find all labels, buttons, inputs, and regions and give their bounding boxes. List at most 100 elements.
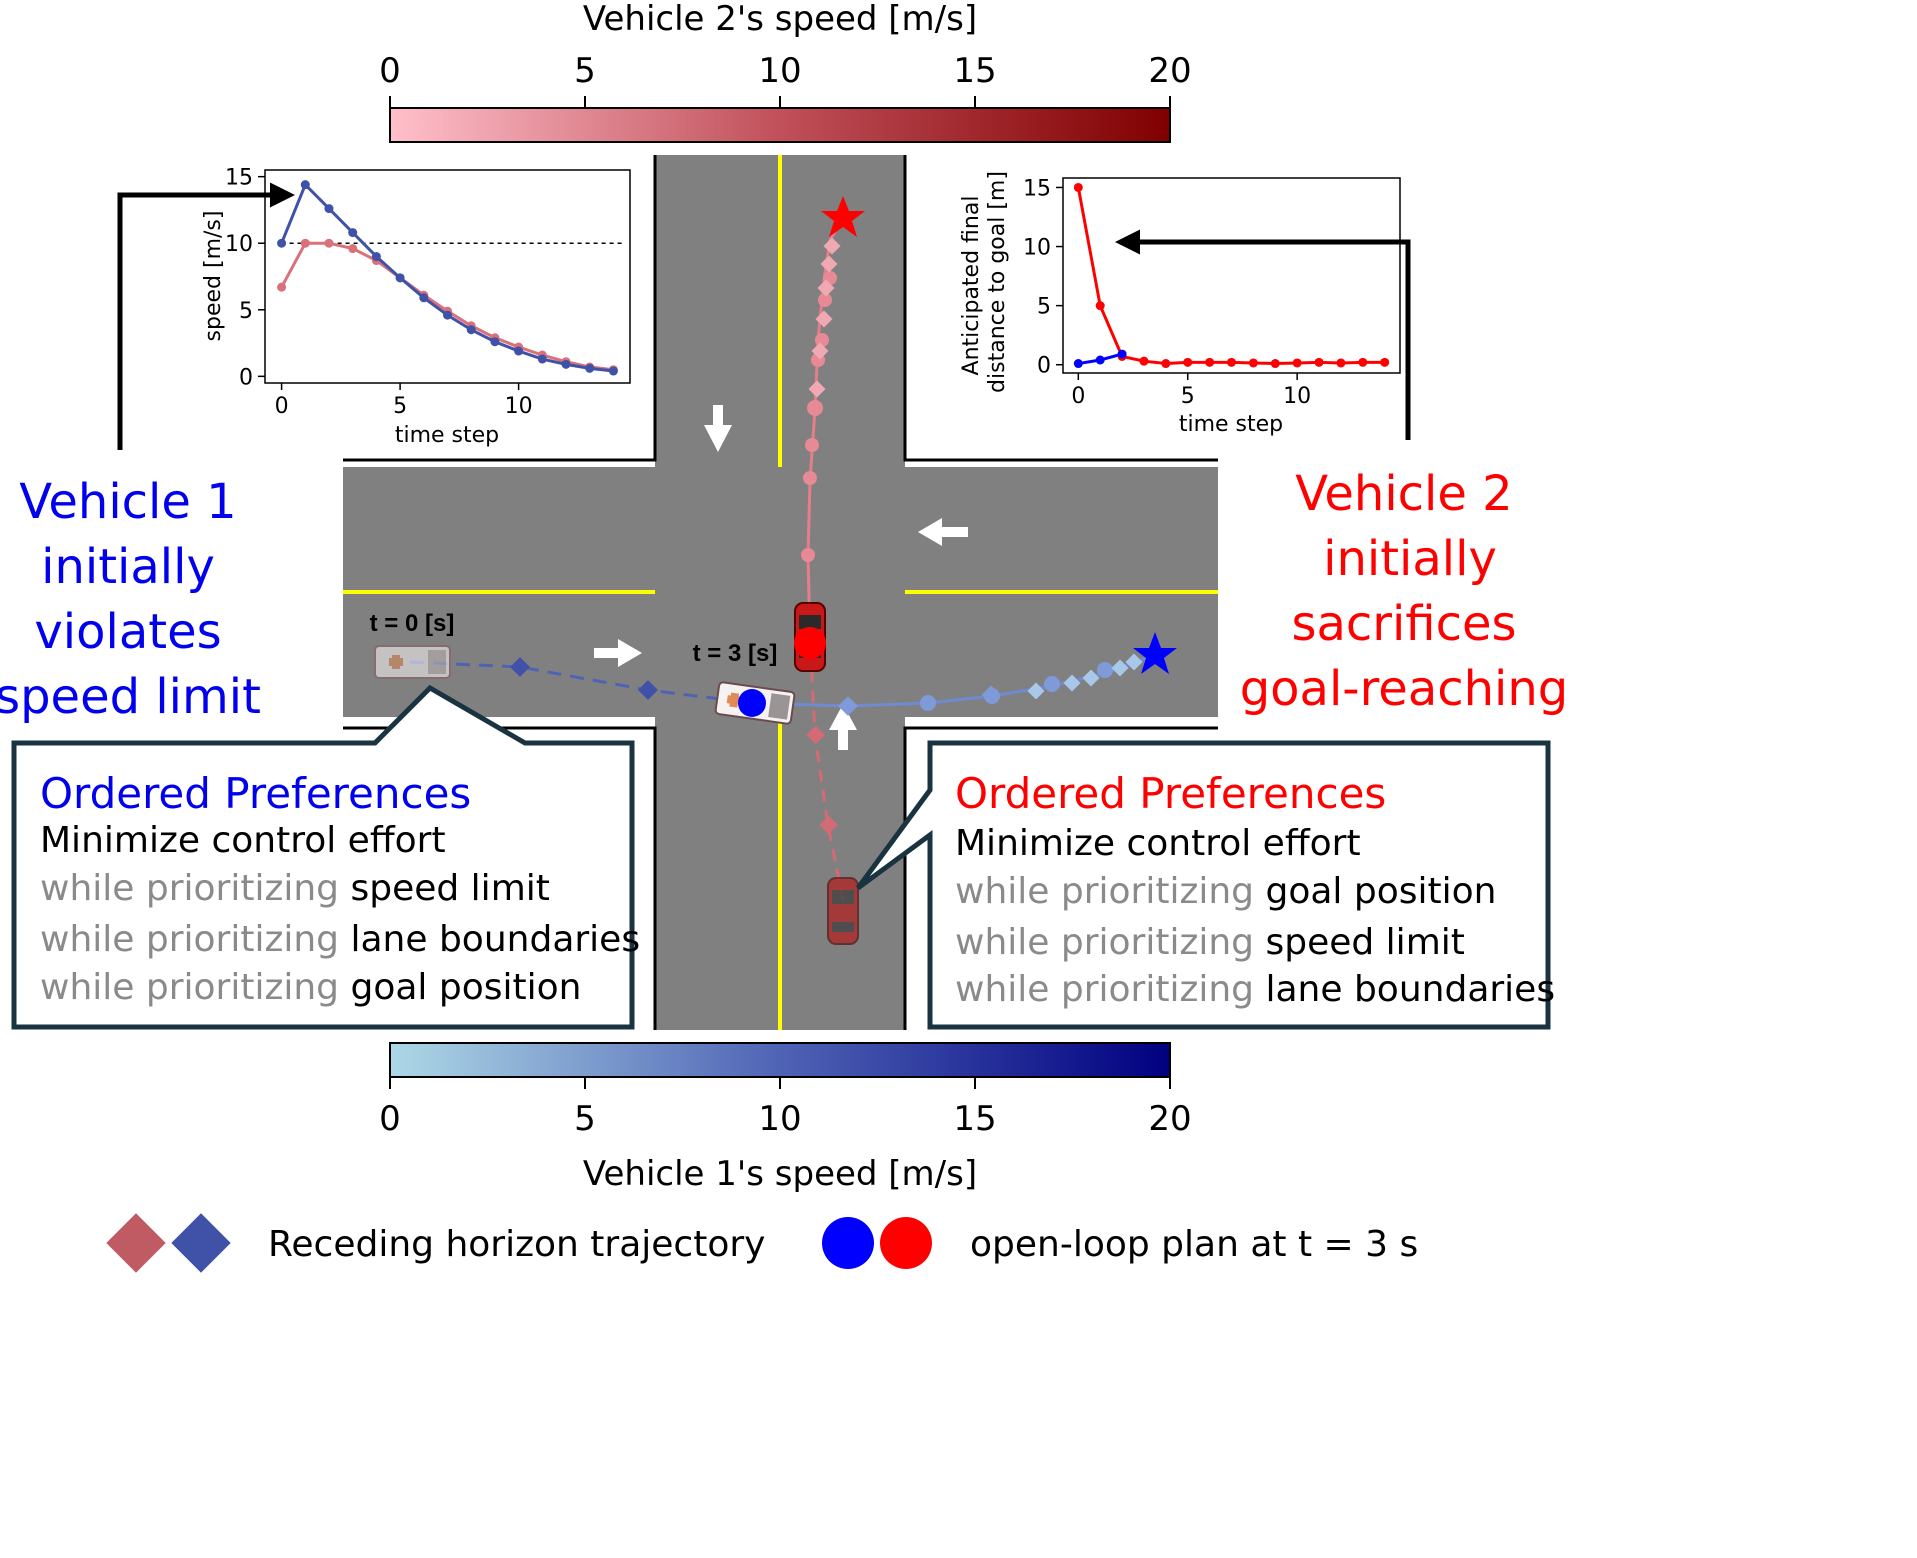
speed-chart-ytick-label: 15 xyxy=(225,166,253,191)
distance-chart-data-point xyxy=(1095,301,1105,311)
distance-chart-data-point xyxy=(1336,358,1346,368)
distance-chart-data-point xyxy=(1183,357,1193,367)
speed-chart: 0 5 10 0 5 10 15 time step speed [m/s] xyxy=(201,166,631,448)
speed-chart-data-point xyxy=(419,293,429,303)
vehicle1-openloop-dot xyxy=(738,689,766,717)
distance-chart-frame xyxy=(1062,177,1401,374)
speed-chart-data-point xyxy=(324,238,334,248)
time-label-start: t = 0 [s] xyxy=(370,610,455,637)
direction-arrow-left-icon xyxy=(918,518,968,546)
colorbar-top-tick: 15 xyxy=(953,51,996,91)
vehicle1-preference-row: while prioritizing speed limit xyxy=(40,868,550,909)
colorbar-bottom-tick: 20 xyxy=(1148,1099,1191,1139)
distance-chart-data-point xyxy=(1161,359,1171,369)
distance-chart-ytick-label: 15 xyxy=(1023,176,1051,201)
distance-chart-data-point xyxy=(1227,357,1236,367)
vehicle2-preference-row: while prioritizing speed limit xyxy=(955,922,1465,963)
legend-receding-label: Receding horizon trajectory xyxy=(268,1224,765,1265)
vehicle2-preferences-title: Ordered Preferences xyxy=(955,769,1386,818)
legend-dot-blue-icon xyxy=(822,1217,874,1269)
speed-chart-data-point xyxy=(300,238,310,248)
time-label-mid: t = 3 [s] xyxy=(693,640,778,667)
speed-chart-data-point xyxy=(443,310,452,320)
vehicle2-preference-row: while prioritizing goal position xyxy=(955,871,1496,912)
colorbar-top-tick: 10 xyxy=(758,51,801,91)
vehicle2-headline-line: goal-reaching xyxy=(1240,661,1569,717)
vehicle2-headline-line: initially xyxy=(1323,531,1497,587)
colorbar-bottom-gradient xyxy=(389,1042,1171,1078)
vehicle2-headline: Vehicle 2 initially sacrifices goal-reac… xyxy=(1240,466,1569,717)
distance-chart-data-point xyxy=(1314,357,1324,367)
speed-chart-ylabel: speed [m/s] xyxy=(201,211,226,342)
legend-diamond-red-icon xyxy=(106,1213,166,1273)
distance-chart-ytick-label: 10 xyxy=(1023,236,1051,261)
vehicle1-headline-line: initially xyxy=(41,539,215,595)
intersection xyxy=(343,155,1218,1030)
vehicle1-trajectory xyxy=(409,632,1177,716)
speed-chart-xtick-label: 10 xyxy=(505,394,533,419)
colorbar-top: Vehicle 2's speed [m/s] 0 5 10 15 20 xyxy=(379,0,1192,143)
vehicle2-goal-star-icon xyxy=(821,196,865,237)
vehicle2-pointer-arrow xyxy=(1115,229,1411,440)
colorbar-top-label: Vehicle 2's speed [m/s] xyxy=(583,0,977,39)
distance-chart-data-point xyxy=(1073,359,1083,369)
direction-arrow-right-icon xyxy=(594,639,642,667)
colorbar-top-tick: 20 xyxy=(1148,51,1191,91)
vehicle2-preferences-callout: Ordered Preferences Minimize control eff… xyxy=(855,740,1555,1030)
distance-chart-data-point xyxy=(1117,349,1127,359)
colorbar-bottom-tick: 15 xyxy=(953,1099,996,1139)
speed-chart-data-point xyxy=(324,204,334,214)
colorbar-top-tick: 5 xyxy=(574,51,596,91)
ambulance-t0-icon xyxy=(374,645,451,679)
vehicle1-headline-line: Vehicle 1 xyxy=(19,474,236,530)
speed-chart-ytick-label: 0 xyxy=(239,365,253,390)
distance-chart-xtick-label: 0 xyxy=(1071,384,1085,409)
distance-chart-data-point xyxy=(1380,357,1390,367)
vehicle1-headline-line: violates xyxy=(34,604,221,660)
distance-chart-data-point xyxy=(1292,358,1302,368)
distance-chart-ylabel: Anticipated final distance to goal [m] xyxy=(959,171,1010,393)
distance-chart-data-point xyxy=(1095,355,1105,365)
speed-chart-data-point xyxy=(300,180,310,190)
vehicle2-preferences-base: Minimize control effort xyxy=(955,823,1361,864)
speed-chart-xtick-label: 5 xyxy=(393,394,407,419)
speed-chart-ytick-label: 10 xyxy=(225,232,253,257)
speed-chart-ytick-label: 5 xyxy=(239,299,253,324)
distance-chart-data-point xyxy=(1358,357,1368,367)
colorbar-top-tick: 0 xyxy=(379,51,401,91)
legend-dot-red-icon xyxy=(880,1217,932,1269)
colorbar-bottom-label: Vehicle 1's speed [m/s] xyxy=(583,1154,977,1194)
legend: Receding horizon trajectory open-loop pl… xyxy=(106,1213,1418,1273)
vehicle1-preference-row: while prioritizing goal position xyxy=(40,967,581,1008)
vehicle2-preference-row: while prioritizing lane boundaries xyxy=(955,969,1555,1010)
speed-chart-frame xyxy=(264,169,631,384)
distance-chart-ytick-label: 0 xyxy=(1037,354,1051,379)
legend-diamond-blue-icon xyxy=(171,1213,231,1273)
distance-chart-xlabel: time step xyxy=(1179,412,1283,437)
distance-chart-xtick-label: 10 xyxy=(1283,384,1311,409)
vehicle1-headline-line: speed limit xyxy=(0,669,261,725)
colorbar-top-gradient xyxy=(389,107,1171,143)
direction-arrow-down-icon xyxy=(704,405,732,452)
speed-chart-data-point xyxy=(466,325,476,335)
distance-chart-data-point xyxy=(1073,182,1083,192)
speed-chart-data-point xyxy=(348,228,358,238)
speed-chart-data-point xyxy=(608,366,618,376)
speed-chart-data-point xyxy=(561,359,571,369)
distance-chart-data-point xyxy=(1248,358,1258,368)
speed-chart-data-point xyxy=(277,282,287,292)
distance-chart-xtick-label: 5 xyxy=(1181,384,1195,409)
distance-chart-data-point xyxy=(1270,359,1280,369)
vehicle2-openloop-dot xyxy=(794,627,826,659)
vehicle1-preference-row: while prioritizing lane boundaries xyxy=(40,919,640,960)
colorbar-top-ticks: 0 5 10 15 20 xyxy=(379,51,1192,108)
speed-chart-xtick-label: 0 xyxy=(275,394,289,419)
distance-chart-data-point xyxy=(1205,357,1215,367)
colorbar-bottom-tick: 10 xyxy=(758,1099,801,1139)
colorbar-bottom: 0 5 10 15 20 Vehicle 1's speed [m/s] xyxy=(379,1042,1192,1194)
vehicle1-goal-star-icon xyxy=(1133,632,1177,674)
speed-chart-xlabel: time step xyxy=(395,423,499,448)
distance-chart-data-point xyxy=(1139,356,1149,366)
